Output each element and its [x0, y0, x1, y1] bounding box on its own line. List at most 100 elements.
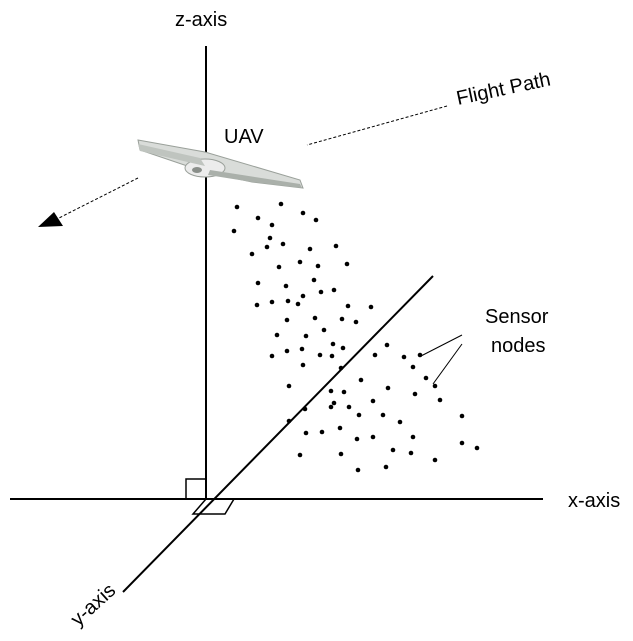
flight-path-line-front	[56, 177, 139, 220]
sensor-node-dot	[255, 215, 261, 221]
sensor-node-dot	[385, 385, 391, 391]
sensor-node-dot	[269, 222, 275, 228]
sensor-node-dot	[312, 315, 318, 321]
sensor-node-dot	[432, 457, 438, 463]
flight-path-line-rear	[306, 105, 448, 146]
sensor-node-dot	[412, 391, 418, 397]
sensor-node-dot	[328, 388, 334, 394]
sensor-node-dot	[254, 302, 260, 308]
sensor-node-dot	[337, 425, 343, 431]
sensor-pointer-line-2	[432, 343, 463, 385]
sensor-node-dot	[346, 404, 352, 410]
sensor-node-dot	[274, 332, 280, 338]
sensor-node-dot	[344, 261, 350, 267]
sensor-node-dot	[283, 283, 289, 289]
sensor-node-dot	[417, 352, 423, 358]
sensor-node-dot	[380, 412, 386, 418]
sensor-node-dot	[231, 228, 237, 234]
sensor-node-dot	[321, 327, 327, 333]
sensor-node-dot	[318, 289, 324, 295]
sensor-node-dot	[384, 342, 390, 348]
right-angle-marker-xy	[191, 498, 236, 515]
sensor-node-dot	[358, 377, 364, 383]
sensor-node-dot	[408, 450, 414, 456]
sensor-node-group	[231, 201, 480, 473]
sensor-node-dot	[269, 299, 275, 305]
sensor-node-dot	[286, 418, 292, 424]
sensor-node-dot	[410, 434, 416, 440]
y-axis-line	[122, 275, 434, 593]
sensor-node-dot	[319, 429, 325, 435]
sensor-node-dot	[340, 345, 346, 351]
sensor-node-dot	[299, 346, 305, 352]
sensor-nodes-label-line1: Sensor	[485, 306, 549, 328]
sensor-node-dot	[459, 413, 465, 419]
sensor-node-dot	[280, 241, 286, 247]
sensor-node-dot	[330, 341, 336, 347]
sensor-node-dot	[234, 204, 240, 210]
uav-aircraft-icon	[137, 139, 304, 189]
flight-direction-arrow-icon	[38, 212, 63, 227]
sensor-node-dot	[315, 263, 321, 269]
sensor-node-dot	[423, 375, 429, 381]
sensor-node-dot	[370, 434, 376, 440]
sensor-node-dot	[328, 404, 334, 410]
sensor-node-dot	[307, 246, 313, 252]
sensor-node-dot	[249, 251, 255, 257]
sensor-node-dot	[286, 383, 292, 389]
sensor-node-dot	[329, 353, 335, 359]
sensor-pointer-line-1	[420, 334, 463, 357]
sensor-node-dot	[303, 333, 309, 339]
sensor-node-dot	[355, 467, 361, 473]
uav-label: UAV	[224, 126, 264, 148]
sensor-nodes-label-line2: nodes	[491, 335, 546, 357]
sensor-node-dot	[264, 244, 270, 250]
sensor-node-dot	[276, 264, 282, 270]
sensor-node-dot	[269, 353, 275, 359]
sensor-node-dot	[341, 389, 347, 395]
sensor-node-dot	[313, 217, 319, 223]
sensor-node-dot	[278, 201, 284, 207]
sensor-node-dot	[331, 400, 337, 406]
sensor-node-dot	[333, 243, 339, 249]
sensor-node-dot	[368, 304, 374, 310]
z-axis-label: z-axis	[175, 9, 227, 31]
sensor-node-dot	[432, 383, 438, 389]
sensor-node-dot	[267, 235, 273, 241]
sensor-node-dot	[331, 287, 337, 293]
sensor-node-dot	[297, 259, 303, 265]
sensor-node-dot	[284, 317, 290, 323]
sensor-node-dot	[295, 301, 301, 307]
sensor-node-dot	[372, 352, 378, 358]
sensor-node-dot	[338, 451, 344, 457]
sensor-node-dot	[459, 440, 465, 446]
sensor-node-dot	[353, 319, 359, 325]
flight-path-label: Flight Path	[454, 68, 552, 109]
y-axis-label: y-axis	[67, 579, 121, 630]
sensor-node-dot	[311, 277, 317, 283]
sensor-node-dot	[410, 364, 416, 370]
sensor-node-dot	[302, 406, 308, 412]
sensor-node-dot	[401, 354, 407, 360]
sensor-node-dot	[383, 464, 389, 470]
sensor-node-dot	[354, 436, 360, 442]
sensor-node-dot	[300, 210, 306, 216]
sensor-node-dot	[339, 316, 345, 322]
sensor-node-dot	[300, 362, 306, 368]
sensor-node-dot	[300, 293, 306, 299]
x-axis-label: x-axis	[568, 490, 620, 512]
sensor-node-dot	[338, 365, 344, 371]
sensor-node-dot	[474, 445, 480, 451]
sensor-node-dot	[345, 303, 351, 309]
sensor-node-dot	[285, 298, 291, 304]
sensor-node-dot	[356, 412, 362, 418]
sensor-node-dot	[397, 419, 403, 425]
sensor-node-dot	[303, 430, 309, 436]
sensor-node-dot	[284, 348, 290, 354]
right-angle-marker-zx	[185, 478, 206, 499]
sensor-node-dot	[317, 352, 323, 358]
sensor-node-dot	[370, 398, 376, 404]
sensor-node-dot	[297, 452, 303, 458]
sensor-node-dot	[255, 280, 261, 286]
